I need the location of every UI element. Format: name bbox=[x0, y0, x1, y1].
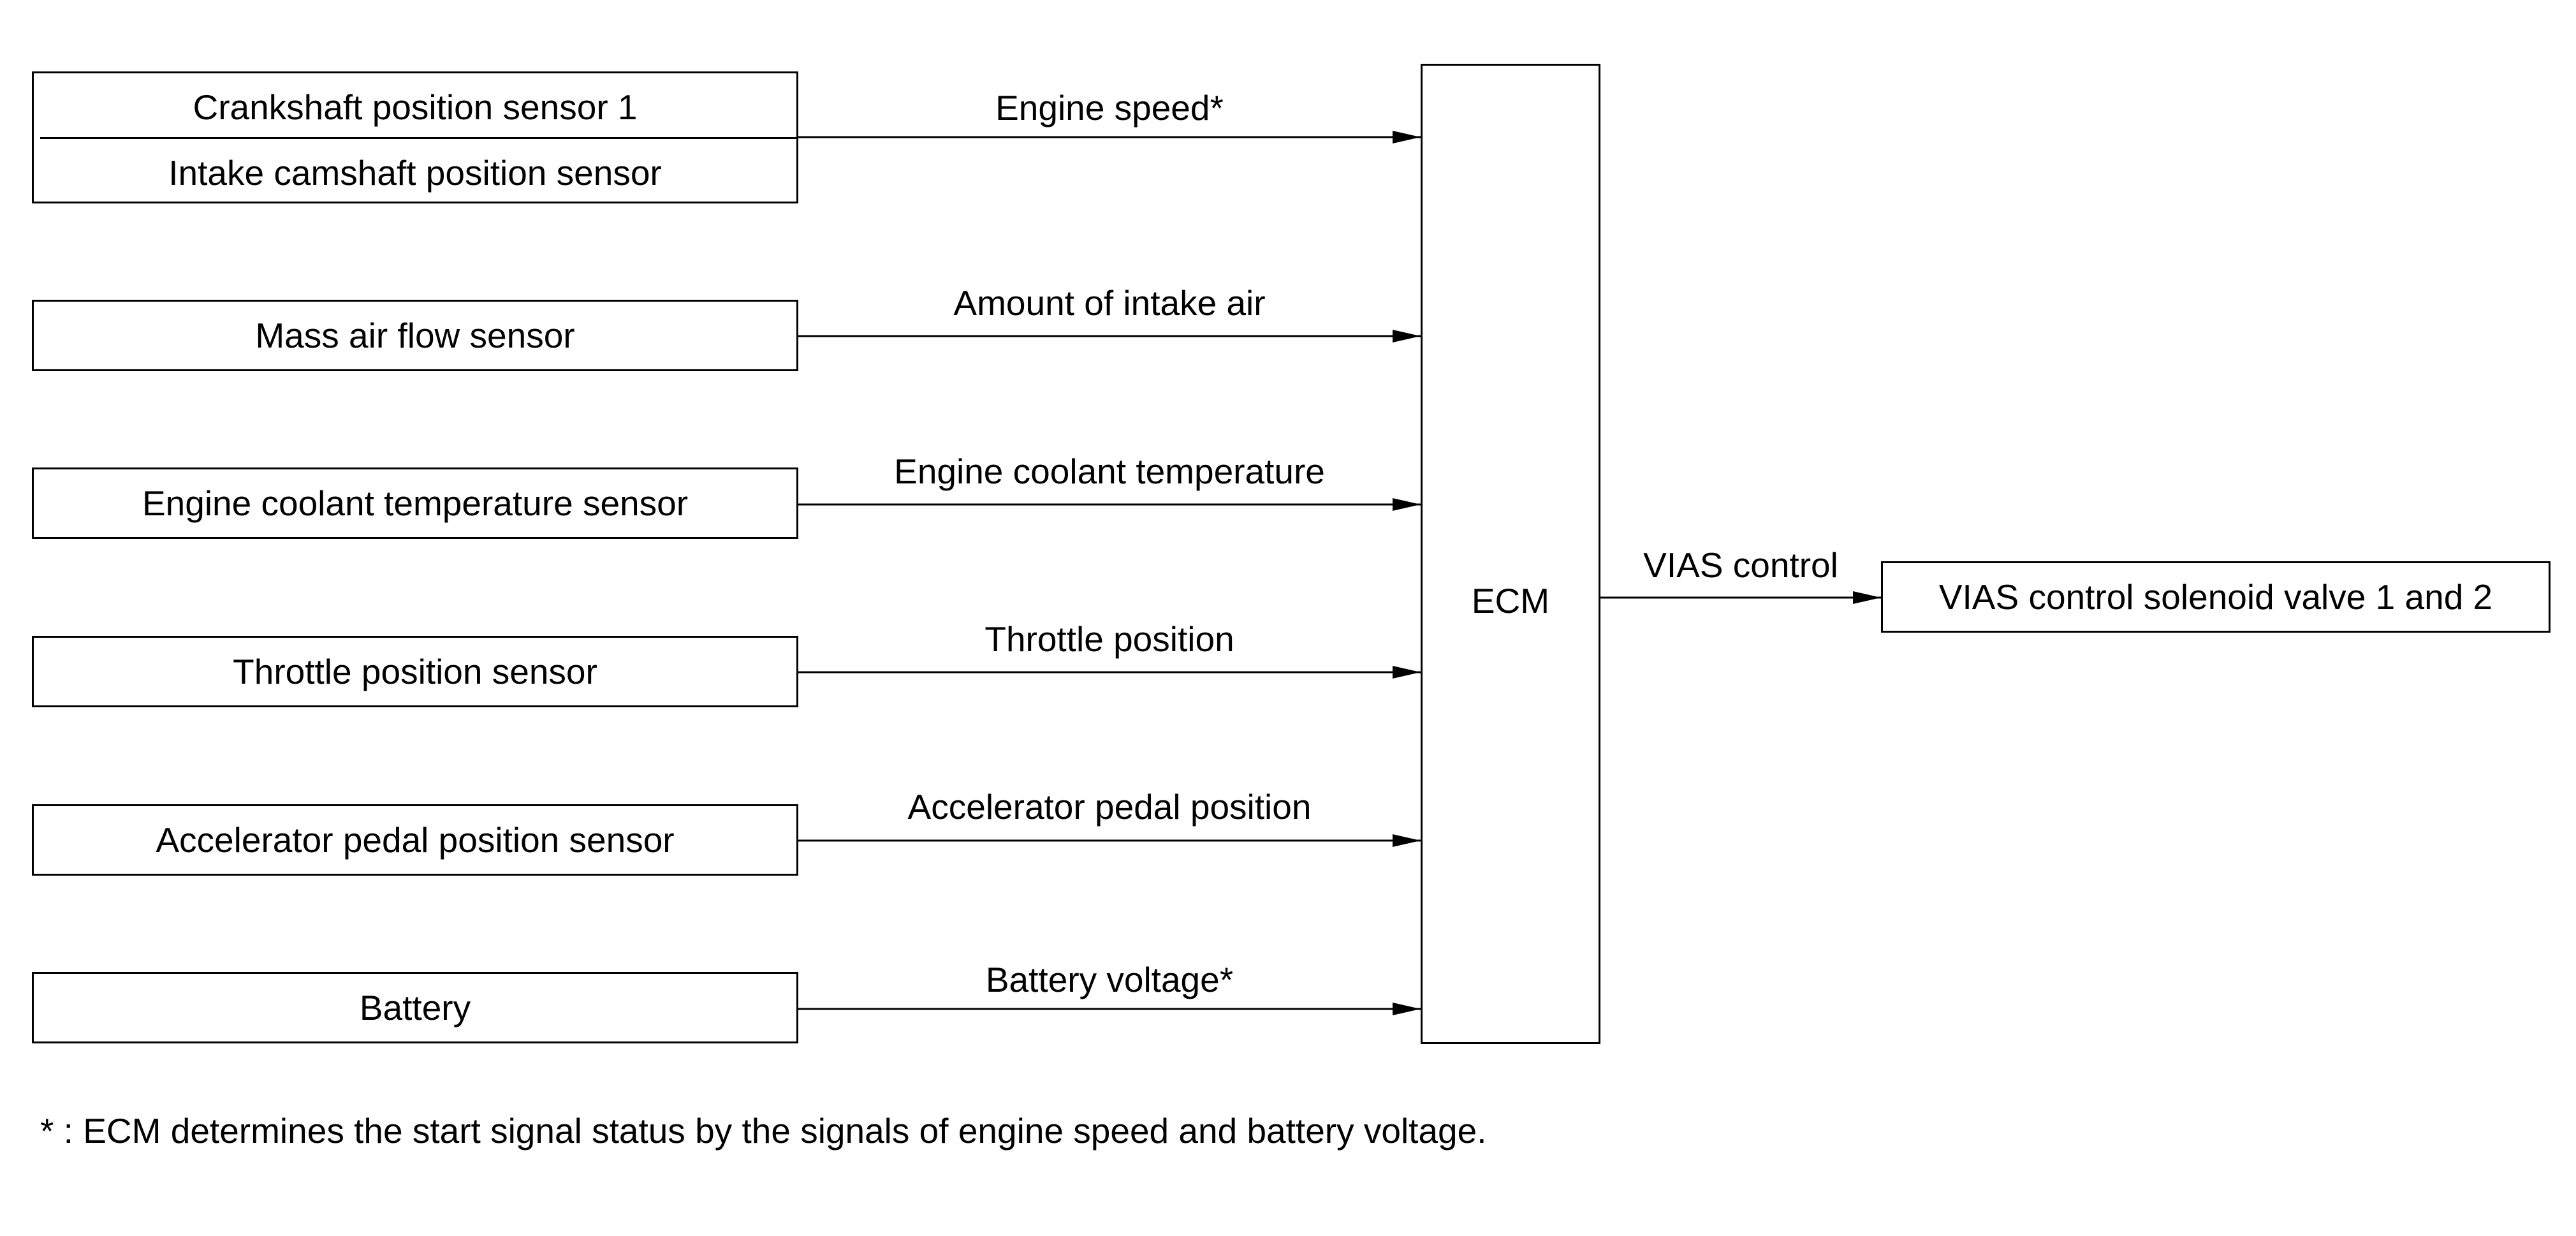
footnote: * : ECM determines the start signal stat… bbox=[40, 1111, 1487, 1151]
sensor-divider bbox=[40, 137, 796, 139]
battery-box: Battery bbox=[32, 972, 798, 1043]
ecm-box: ECM bbox=[1421, 64, 1600, 1044]
ecm-label: ECM bbox=[1471, 581, 1550, 621]
throttle-position-sensor-box: Throttle position sensor bbox=[32, 636, 798, 707]
battery-label: Battery bbox=[359, 988, 471, 1027]
coolant-temp-sensor-box: Engine coolant temperature sensor bbox=[32, 467, 798, 539]
throttle-position-sensor-label: Throttle position sensor bbox=[233, 652, 597, 691]
accelerator-pedal-sensor-label: Accelerator pedal position sensor bbox=[156, 820, 675, 860]
crank-cam-sensor-box: Crankshaft position sensor 1 Intake cams… bbox=[32, 71, 798, 203]
engine-speed-label: Engine speed* bbox=[995, 88, 1224, 128]
vias-solenoid-valve-box: VIAS control solenoid valve 1 and 2 bbox=[1881, 561, 2550, 633]
crankshaft-sensor-label: Crankshaft position sensor 1 bbox=[193, 87, 638, 127]
intake-air-label: Amount of intake air bbox=[953, 283, 1266, 323]
coolant-temp-label: Engine coolant temperature bbox=[894, 452, 1325, 491]
camshaft-sensor-label: Intake camshaft position sensor bbox=[168, 153, 662, 193]
mass-air-flow-sensor-box: Mass air flow sensor bbox=[32, 300, 798, 371]
throttle-position-label: Throttle position bbox=[984, 619, 1234, 659]
vias-solenoid-valve-label: VIAS control solenoid valve 1 and 2 bbox=[1938, 577, 2493, 617]
vias-control-label: VIAS control bbox=[1643, 545, 1838, 585]
mass-air-flow-sensor-label: Mass air flow sensor bbox=[255, 316, 575, 355]
coolant-temp-sensor-label: Engine coolant temperature sensor bbox=[142, 483, 689, 523]
accelerator-position-label: Accelerator pedal position bbox=[907, 787, 1312, 827]
accelerator-pedal-sensor-box: Accelerator pedal position sensor bbox=[32, 804, 798, 876]
battery-voltage-label: Battery voltage* bbox=[985, 960, 1234, 999]
